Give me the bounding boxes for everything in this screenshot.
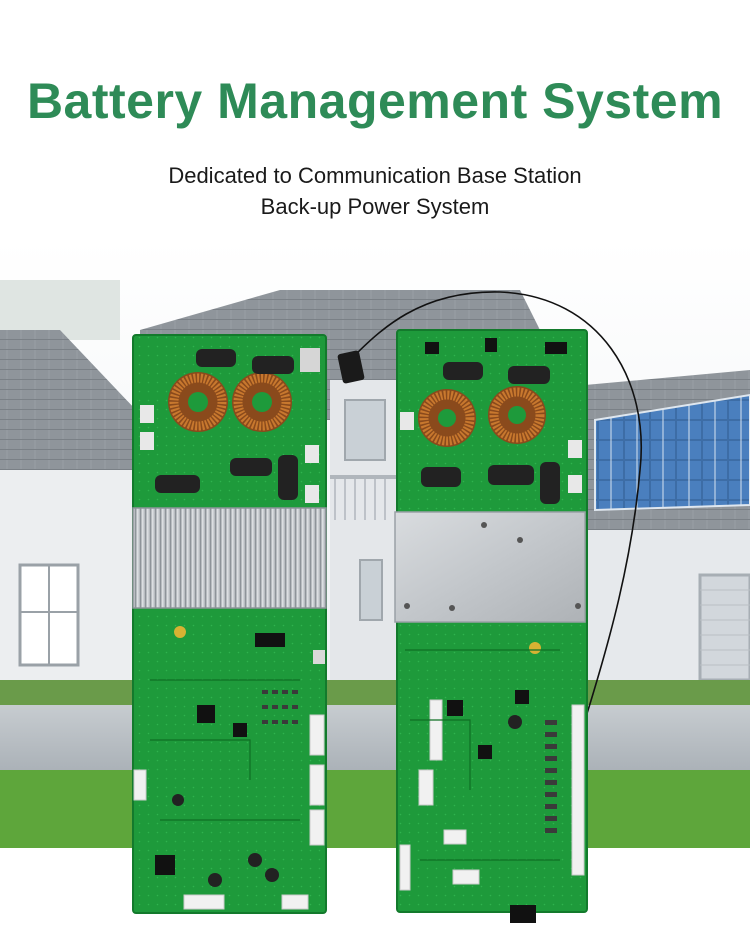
bms-pcb-board-left — [132, 334, 327, 914]
page-subtitle: Dedicated to Communication Base Station … — [0, 160, 750, 222]
subtitle-line-2: Back-up Power System — [260, 194, 490, 219]
page-title: Battery Management System — [26, 73, 724, 129]
solar-panel-icon — [594, 393, 750, 512]
cable-connector — [337, 350, 365, 384]
subtitle-line-1: Dedicated to Communication Base Station — [168, 163, 582, 188]
bms-pcb-board-right — [394, 329, 588, 923]
house-background — [0, 240, 750, 927]
